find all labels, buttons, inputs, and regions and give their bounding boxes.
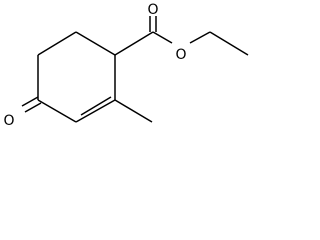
bond-methyl [114,99,153,123]
bond-ester-carbon-oxygen [152,31,173,44]
bond-c1-ester-carbon [114,31,154,56]
atom-label-o-ester-carbonyl: O [147,2,158,18]
bond-ketone-double-a [21,96,39,107]
bond-ketone-double-b [24,102,42,113]
atom-label-o-ketone: O [3,113,14,129]
chemical-structure-diagram: O O O [3,2,249,129]
bond-oxygen-ethyl-ch2 [189,31,211,44]
bond-ring-c4-c5 [37,99,77,123]
bond-ring-c1-c2 [75,31,116,56]
bond-ring-c5-c6-double-inner [80,96,112,116]
bond-ring-c2-c3 [37,31,77,56]
bond-ethyl-ch2-ch3 [209,31,249,56]
bond-ring-c5-c6-double-outer [75,99,116,123]
atom-label-o-ester-ether: O [175,47,186,63]
